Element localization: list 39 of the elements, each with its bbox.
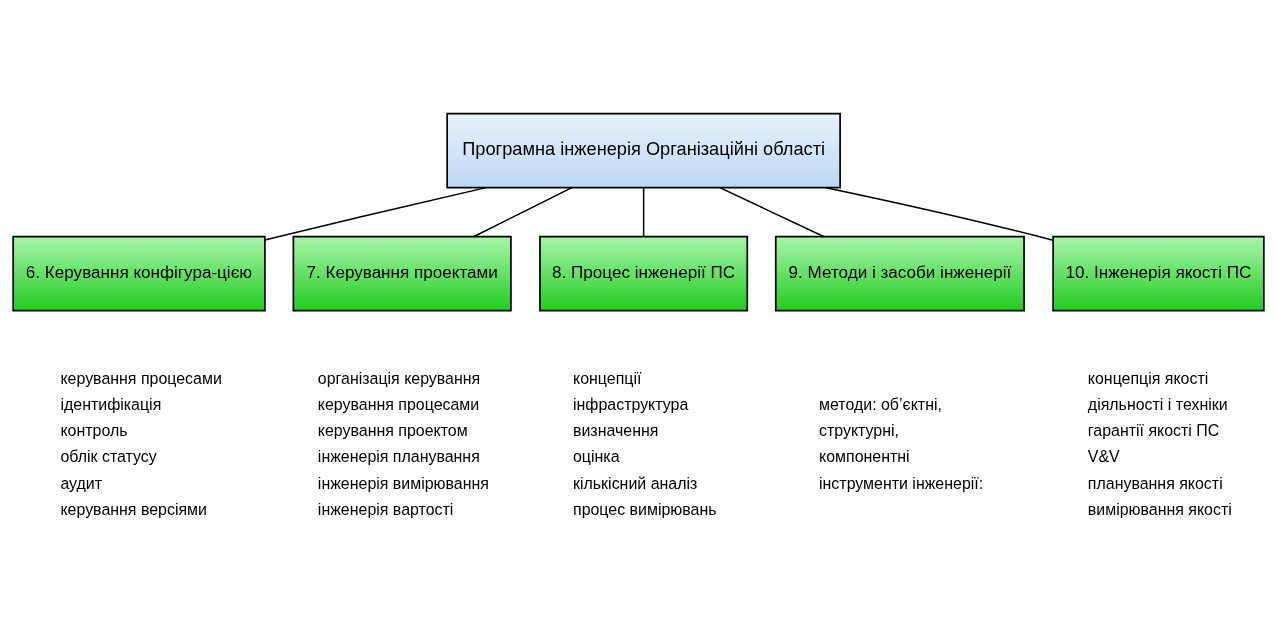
node-label: організація керування [317,369,481,387]
connector [719,186,825,237]
node-label: оцінка [573,447,620,465]
node-label: методи: об’єктні, [819,395,942,413]
node-label: V&V [1087,447,1120,465]
node-label: керування версіями [60,500,207,518]
node-box: 7. Керування проектами [292,235,512,311]
node-label: інженерія вартості [317,500,454,518]
connector [825,186,1054,241]
node-label: ідентифікація [60,395,162,413]
node-label: кількісний аналіз [573,474,698,492]
node-box: Програмна інженерія Організаційні області [446,112,841,188]
node-label: процес вимірювань [573,500,717,518]
node-label: гарантії якості ПС [1087,421,1220,439]
node-label: інфраструктура [573,395,689,413]
node-label: концепція якості [1087,369,1209,387]
node-box: 8. Процес інженерії ПС [539,235,749,311]
node-label: керування процесами [317,395,480,413]
connector [264,186,487,241]
node-label: облік статусу [60,447,157,465]
node-box: 6. Керування конфігура-цією [12,235,266,311]
node-label: керування процесами [60,369,222,387]
node-label: планування якості [1087,474,1223,492]
node-label: контроль [60,421,128,439]
node-box: 9. Методи і засоби інженерії [774,235,1025,311]
node-label: вимірювання якості [1087,500,1232,518]
connector [473,186,573,237]
connector [642,186,645,237]
node-label: керування проектом [317,421,468,439]
node-box: 10. Інженерія якості ПС [1052,235,1265,311]
node-label: інструменти інженерії: [819,474,984,492]
node-label: діяльності і техніки [1087,395,1228,413]
node-label: структурні, [819,421,900,439]
node-label: компонентні [819,447,910,465]
node-label: концепції [573,369,642,387]
node-label: визначення [573,421,659,439]
node-label: аудит [60,474,103,492]
node-label: інженерія планування [317,447,480,465]
node-label: інженерія вимірювання [317,474,489,492]
